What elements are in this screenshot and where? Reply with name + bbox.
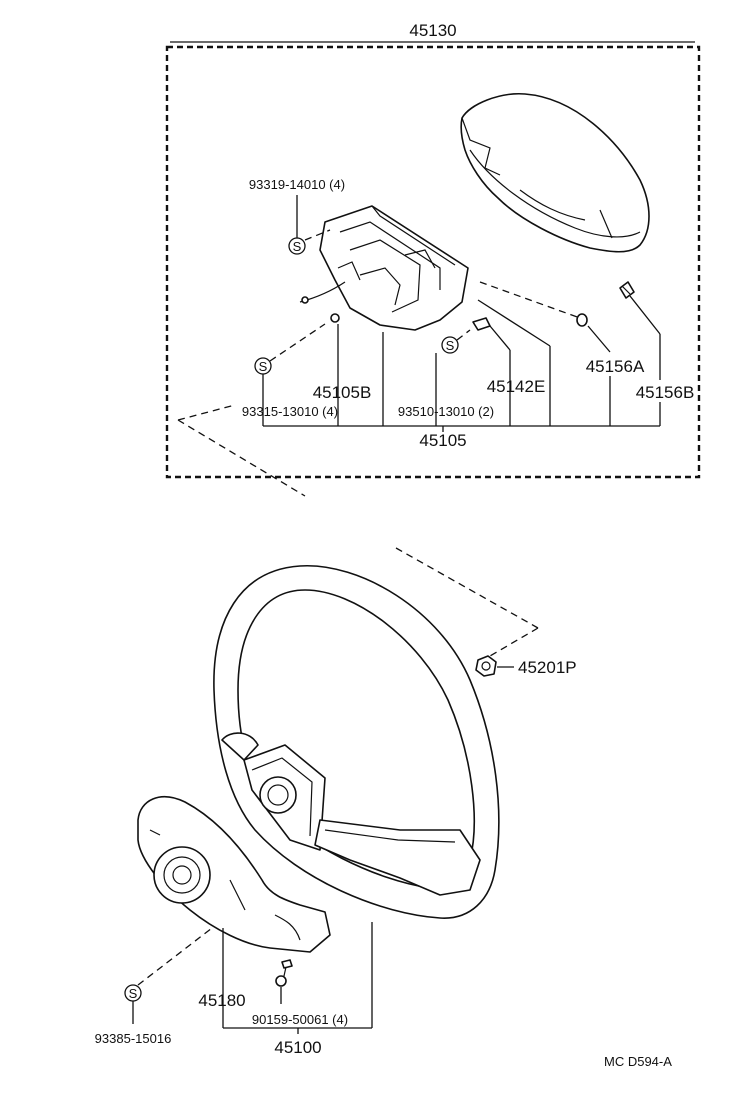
nut-45201p	[475, 655, 497, 677]
connect-dash-a	[177, 404, 236, 421]
label-90159: 90159-50061 (4)	[252, 1012, 348, 1027]
leader-45142e-a	[489, 325, 511, 351]
leader-93510-dash	[456, 329, 471, 341]
screw-marker-93319: S	[288, 237, 306, 255]
connect-dash-b	[177, 419, 306, 497]
leader-45156a-a	[587, 325, 611, 353]
svg-text:S: S	[446, 338, 455, 353]
svg-text:S: S	[259, 359, 268, 374]
label-45156b: 45156B	[636, 383, 695, 402]
svg-text:S: S	[293, 239, 302, 254]
connect-dash-d	[489, 627, 539, 657]
leader-93319-dash	[304, 229, 331, 241]
svg-text:S: S	[129, 986, 138, 1001]
bolt-90159	[275, 959, 293, 987]
clip-45156a	[576, 313, 588, 327]
spring-45156b	[619, 281, 635, 299]
clip-45142e	[472, 317, 491, 331]
label-45105b: 45105B	[313, 383, 372, 402]
nut-45105b	[330, 313, 340, 323]
label-45201p: 45201P	[518, 658, 577, 677]
label-93315: 93315-13010 (4)	[242, 404, 338, 419]
label-45180: 45180	[198, 991, 245, 1010]
leader-93315-dash	[269, 323, 326, 362]
label-93319: 93319-14010 (4)	[249, 177, 345, 192]
pad-cover-part	[460, 93, 650, 253]
label-45130: 45130	[409, 21, 456, 40]
label-45156a: 45156A	[586, 357, 645, 376]
drawing-code: MC D594-A	[604, 1054, 672, 1069]
label-93385: 93385-15016	[95, 1031, 172, 1046]
connect-dash-c	[395, 547, 539, 629]
label-93510: 93510-13010 (2)	[398, 404, 494, 419]
label-45100: 45100	[274, 1038, 321, 1057]
steering-wheel-part	[213, 565, 500, 919]
label-45142e: 45142E	[487, 377, 546, 396]
leader-93385-dash	[137, 927, 213, 986]
leader-frame-b	[477, 299, 551, 347]
leader-clip-dash	[479, 281, 581, 319]
pad-frame-part	[299, 205, 469, 331]
hub-cover-45180	[137, 796, 331, 953]
leader-45156b-a	[629, 295, 661, 335]
screw-marker-93385: S	[124, 984, 142, 1002]
assembly-box-45130	[165, 45, 701, 479]
screw-marker-93510: S	[441, 336, 459, 354]
screw-marker-93315: S	[254, 357, 272, 375]
label-45105: 45105	[419, 431, 466, 450]
